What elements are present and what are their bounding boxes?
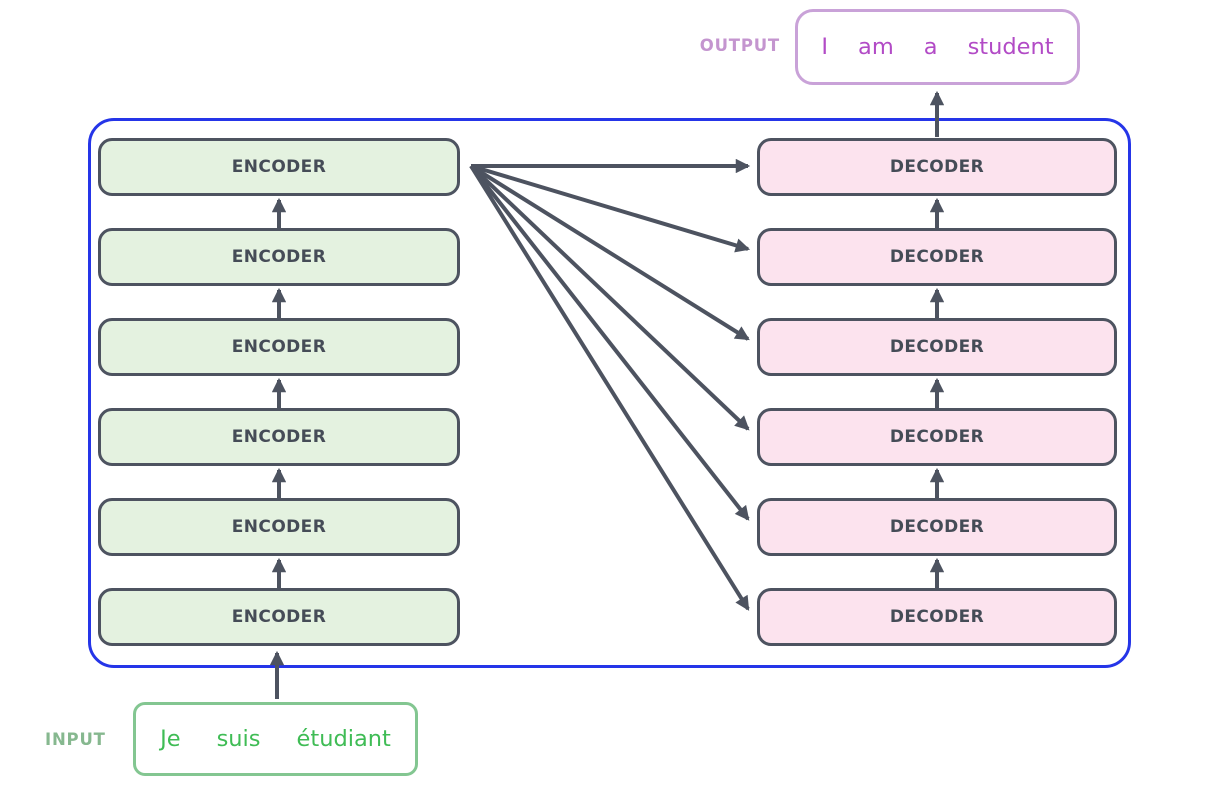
input-word: Je (160, 726, 181, 752)
output-word: am (858, 34, 894, 60)
decoder-box-label: DECODER (889, 427, 985, 447)
encoder-box-label: ENCODER (231, 517, 327, 537)
input-label: INPUT (45, 730, 106, 749)
encoder-box-label: ENCODER (231, 247, 327, 267)
encoder-box: ENCODER (98, 228, 460, 286)
encoder-box: ENCODER (98, 588, 460, 646)
encoder-box-label: ENCODER (231, 427, 327, 447)
encoder-box: ENCODER (98, 138, 460, 196)
output-label: OUTPUT (699, 36, 780, 55)
encoder-box: ENCODER (98, 498, 460, 556)
encoder-box-label: ENCODER (231, 337, 327, 357)
input-word: étudiant (296, 726, 391, 752)
decoder-box-label: DECODER (889, 337, 985, 357)
output-word: a (923, 34, 938, 60)
decoder-box-label: DECODER (889, 607, 985, 627)
input-box: Je suis étudiant (133, 702, 418, 776)
decoder-box: DECODER (757, 588, 1117, 646)
encoder-box-label: ENCODER (231, 157, 327, 177)
decoder-box-label: DECODER (889, 517, 985, 537)
encoder-box-label: ENCODER (231, 607, 327, 627)
input-word: suis (216, 726, 261, 752)
output-word: student (967, 34, 1054, 60)
decoder-box: DECODER (757, 498, 1117, 556)
decoder-box: DECODER (757, 408, 1117, 466)
decoder-box-label: DECODER (889, 157, 985, 177)
decoder-box: DECODER (757, 138, 1117, 196)
encoder-decoder-container (88, 118, 1131, 668)
output-word: I (821, 34, 829, 60)
decoder-box: DECODER (757, 228, 1117, 286)
decoder-box: DECODER (757, 318, 1117, 376)
encoder-box: ENCODER (98, 318, 460, 376)
encoder-box: ENCODER (98, 408, 460, 466)
decoder-box-label: DECODER (889, 247, 985, 267)
